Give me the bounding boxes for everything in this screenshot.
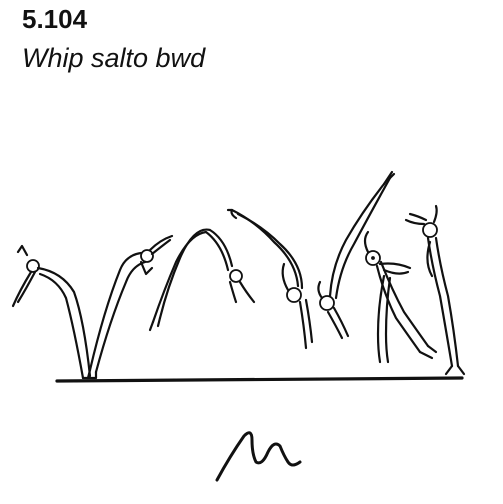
figure-6-stretched-salto [363, 230, 438, 360]
figure-3-head [229, 269, 243, 283]
figure-7-opening [371, 256, 410, 364]
figure-5-head [319, 295, 335, 311]
floor-line [55, 376, 464, 383]
difficulty-symbol-squiggle [215, 431, 302, 482]
figure-4-inverted-pike [226, 208, 314, 350]
figure-8-upright-landing [404, 204, 466, 376]
figure-5-handstand-pass [317, 170, 396, 340]
figure-2-whip-takeoff [86, 234, 174, 380]
figure-1-head [26, 259, 40, 273]
element-name: Whip salto bwd [22, 43, 206, 73]
figure-8-head [422, 222, 438, 238]
element-code: 5.104 [22, 4, 88, 34]
figure-4-head [286, 287, 302, 303]
figure-2-head [140, 249, 154, 263]
figure-3-back-arch [148, 228, 256, 332]
figure-1-arch-landing [11, 244, 97, 380]
figure-7-head [371, 256, 375, 260]
